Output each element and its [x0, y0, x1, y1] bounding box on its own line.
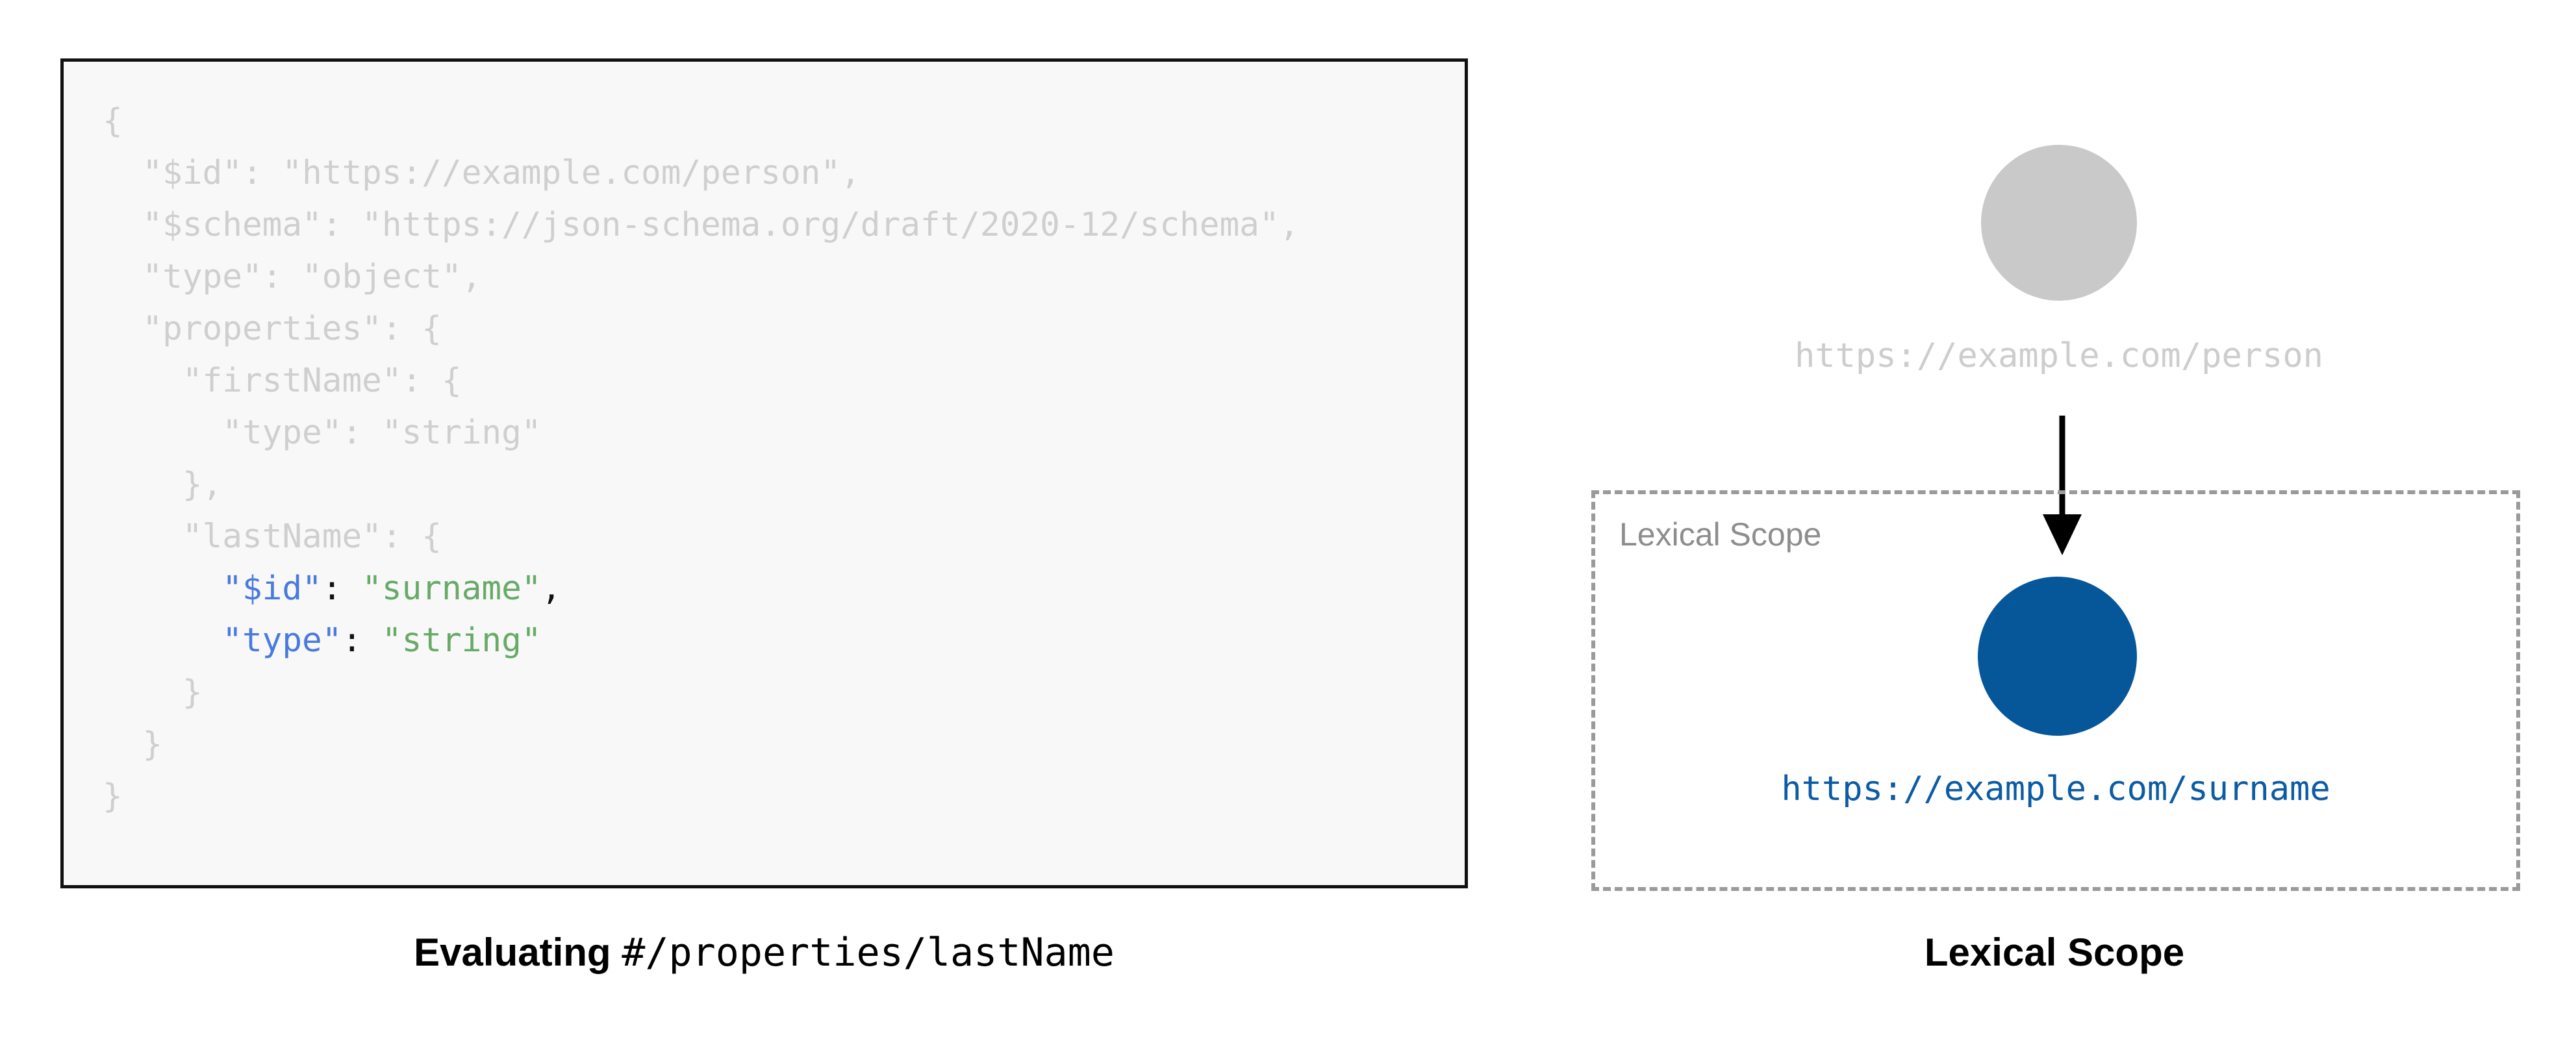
schema-code-panel: { "$id": "https://example.com/person", "… [60, 58, 1468, 975]
left-panel-caption: Evaluating #/properties/lastName [60, 930, 1468, 975]
code-line: "$schema": "https://json-schema.org/draf… [103, 199, 1299, 251]
scoped-schema-node-circle-icon [1978, 577, 2137, 736]
code-token: } [103, 777, 123, 816]
code-indent [103, 621, 222, 660]
code-indent [103, 518, 183, 556]
root-schema-node-circle-icon [1981, 145, 2137, 301]
code-token: "firstName": { [182, 362, 462, 400]
code-line: { [103, 95, 1299, 147]
code-token: "$id" [222, 570, 322, 608]
code-lines-container: { "$id": "https://example.com/person", "… [103, 95, 1299, 823]
code-indent [103, 673, 183, 712]
code-indent [103, 725, 142, 764]
code-indent [103, 310, 142, 348]
code-token: , [541, 570, 562, 608]
code-line: "$id": "surname", [103, 563, 1299, 615]
code-indent [103, 570, 222, 608]
code-indent [103, 154, 142, 192]
code-line: } [103, 719, 1299, 771]
lexical-scope-diagram-panel: https://example.com/person Lexical Scope… [1533, 0, 2576, 1039]
code-line: "type": "string" [103, 615, 1299, 667]
root-schema-node-label: https://example.com/person [1795, 336, 2323, 375]
code-line: "$id": "https://example.com/person", [103, 147, 1299, 199]
code-line: }, [103, 459, 1299, 511]
right-panel-caption: Lexical Scope [1924, 931, 2185, 974]
code-indent [103, 466, 183, 504]
code-line: } [103, 771, 1299, 823]
code-token: "type" [222, 621, 342, 660]
code-token: { [103, 102, 123, 140]
code-token: }, [182, 466, 223, 504]
code-token: "$id": "https://example.com/person", [142, 154, 861, 192]
code-line: "properties": { [103, 303, 1299, 355]
code-line: "type": "string" [103, 407, 1299, 459]
code-token: "$schema": "https://json-schema.org/draf… [142, 206, 1300, 244]
code-indent [103, 206, 142, 244]
code-token: "type": "string" [222, 414, 542, 452]
code-line: "type": "object", [103, 251, 1299, 303]
caption-evaluating-label: Evaluating [414, 931, 611, 974]
code-token: "lastName": { [182, 518, 442, 556]
scoped-schema-node-label: https://example.com/surname [1781, 770, 2330, 808]
code-token: "properties": { [142, 310, 442, 348]
lexical-scope-box-label: Lexical Scope [1619, 516, 1822, 553]
code-token: } [182, 673, 203, 712]
json-schema-code-block: { "$id": "https://example.com/person", "… [60, 58, 1468, 888]
code-token: : [322, 570, 362, 608]
code-indent [103, 362, 183, 400]
code-line: } [103, 667, 1299, 719]
code-token: : [342, 621, 382, 660]
code-token: "type": "object", [142, 258, 482, 296]
code-token: } [142, 725, 163, 764]
code-line: "firstName": { [103, 355, 1299, 407]
code-line: "lastName": { [103, 511, 1299, 563]
code-indent [103, 414, 222, 452]
down-arrow-icon [2043, 416, 2082, 555]
code-token: "surname" [362, 570, 542, 608]
code-indent [103, 258, 142, 296]
caption-json-pointer: #/properties/lastName [622, 930, 1115, 975]
lexical-scope-boundary-box [1591, 490, 2520, 891]
code-token: "string" [381, 621, 542, 660]
